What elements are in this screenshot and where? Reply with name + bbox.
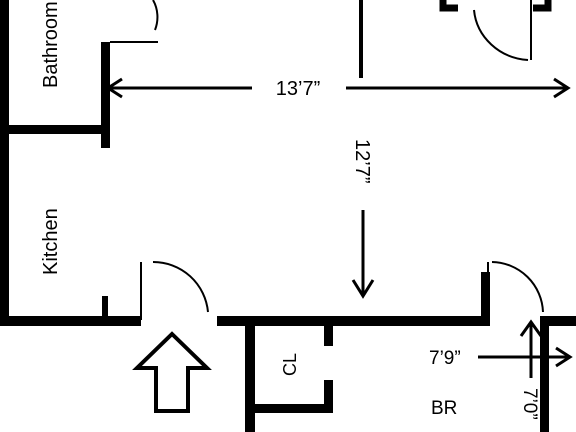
closet-bottom-wall xyxy=(245,404,333,413)
bedroom-wall-stub xyxy=(481,272,490,326)
top-right-door-jamb-right xyxy=(533,0,552,12)
bedroom-right-wall xyxy=(540,316,549,432)
bathroom-bottom-wall xyxy=(0,125,110,134)
doorway-jamb-left xyxy=(102,296,108,320)
bottom-wall-far-right xyxy=(546,316,576,326)
bottom-wall-left xyxy=(0,316,141,326)
left-outer-wall xyxy=(0,0,9,326)
closet-left-wall xyxy=(245,316,255,432)
bottom-wall-right xyxy=(217,316,490,326)
doors xyxy=(110,0,552,320)
up-arrow-icon xyxy=(132,331,212,413)
bathroom-door-swing xyxy=(152,0,159,31)
main-width-arrow-right xyxy=(553,77,571,99)
bedroom-label: BR xyxy=(431,398,457,419)
closet-right-wall-top xyxy=(324,316,333,346)
main-width-label: 13’7” xyxy=(276,78,320,100)
br-width-arrow xyxy=(555,346,573,368)
br-depth-label: 7’0” xyxy=(519,388,540,420)
dimension-lines xyxy=(105,77,573,378)
closet-label: CL xyxy=(280,353,300,376)
br-depth-arrow xyxy=(519,319,543,337)
closet-right-wall-bottom xyxy=(324,380,333,413)
top-right-door-swing xyxy=(473,9,529,61)
main-depth-label: 12’7” xyxy=(351,139,373,183)
bathroom-label: Bathroom xyxy=(40,1,62,88)
br-width-label: 7’9” xyxy=(429,348,461,369)
kitchen-label: Kitchen xyxy=(40,208,62,275)
center-partition-top xyxy=(359,0,363,78)
bedroom-door-swing xyxy=(491,261,544,313)
main-depth-arrow xyxy=(351,279,375,299)
bathroom-right-wall xyxy=(101,42,110,148)
entry-door-swing xyxy=(152,260,209,313)
top-right-door-jamb-left xyxy=(439,0,458,12)
main-width-arrow-left xyxy=(105,77,123,99)
